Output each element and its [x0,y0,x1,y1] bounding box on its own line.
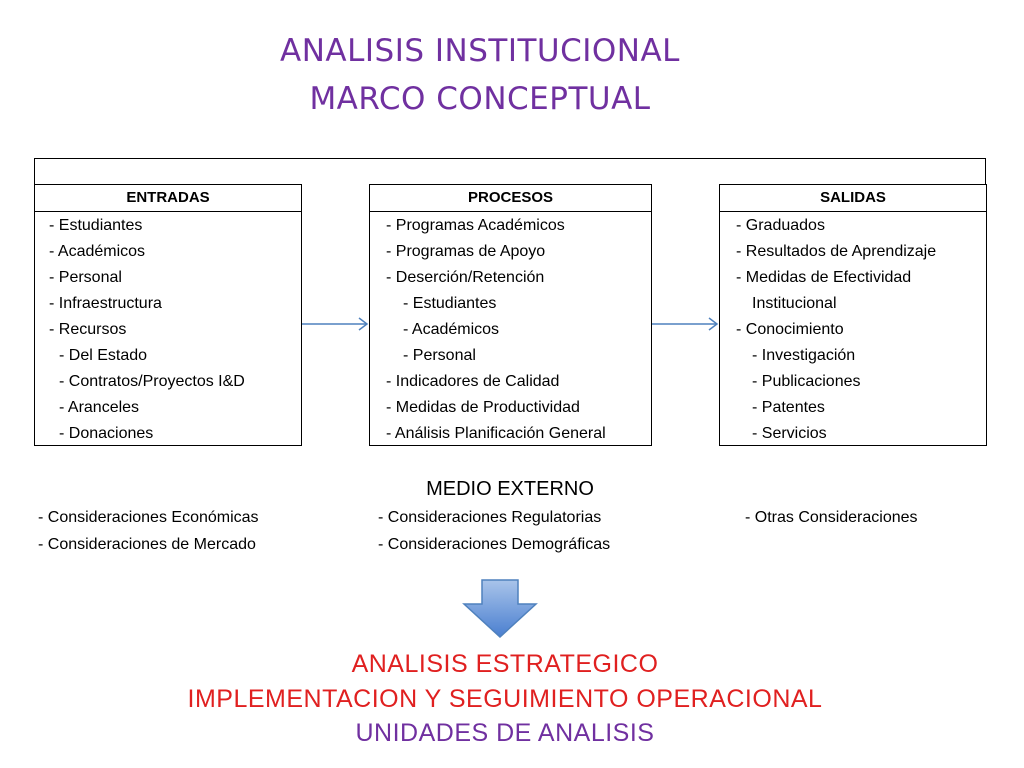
salidas-item: - Conocimiento [736,321,844,338]
procesos-box: PROCESOS - Programas Académicos - Progra… [369,184,652,446]
procesos-item: - Análisis Planificación General [386,425,606,442]
unidades-de-analisis-label: UNIDADES DE ANALISIS [355,719,655,747]
entradas-item: - Personal [49,269,122,286]
arrow-down-icon [462,579,538,639]
entradas-box: ENTRADAS - Estudiantes - Académicos - Pe… [34,184,302,446]
arrow-right-icon [652,317,719,331]
consideraciones-regulatorias: - Consideraciones Regulatorias [378,509,602,526]
entradas-item: - Recursos [49,321,127,338]
procesos-item: - Programas Académicos [386,217,565,234]
arrow-right-icon [302,317,369,331]
salidas-subitem: - Servicios [752,425,827,442]
procesos-subitem: - Académicos [403,321,500,338]
analisis-estrategico-label: ANALISIS ESTRATEGICO [351,650,659,678]
entradas-item: - Estudiantes [49,217,143,234]
salidas-subitem: - Publicaciones [752,373,861,390]
entradas-item: - Académicos [49,243,146,260]
consideraciones-mercado: - Consideraciones de Mercado [38,536,256,553]
procesos-item: - Deserción/Retención [386,269,545,286]
salidas-subitem: - Patentes [752,399,825,416]
title-line-2: MARCO CONCEPTUAL [309,81,651,117]
entradas-header: ENTRADAS [35,185,301,212]
entradas-subitem: - Contratos/Proyectos I&D [59,373,245,390]
salidas-box: SALIDAS - Graduados - Resultados de Apre… [719,184,987,446]
salidas-item: - Medidas de Efectividad [736,269,912,286]
procesos-subitem: - Estudiantes [403,295,497,312]
medio-externo-label: MEDIO EXTERNO [426,478,594,500]
salidas-item-continuation: Institucional [752,295,837,312]
salidas-header: SALIDAS [720,185,986,212]
title-line-1: ANALISIS INSTITUCIONAL [280,33,680,69]
procesos-header: PROCESOS [370,185,651,212]
procesos-subitem: - Personal [403,347,476,364]
entradas-subitem: - Aranceles [59,399,140,416]
procesos-item: - Programas de Apoyo [386,243,546,260]
otras-consideraciones: - Otras Consideraciones [745,509,918,526]
entradas-subitem: - Del Estado [59,347,148,364]
procesos-item: - Medidas de Productividad [386,399,580,416]
consideraciones-demograficas: - Consideraciones Demográficas [378,536,611,553]
salidas-item: - Graduados [736,217,825,234]
salidas-subitem: - Investigación [752,347,856,364]
framework-outer-frame [34,158,986,185]
salidas-item: - Resultados de Aprendizaje [736,243,937,260]
implementacion-label: IMPLEMENTACION Y SEGUIMIENTO OPERACIONAL [187,685,823,713]
procesos-item: - Indicadores de Calidad [386,373,560,390]
consideraciones-economicas: - Consideraciones Económicas [38,509,259,526]
entradas-item: - Infraestructura [49,295,162,312]
entradas-subitem: - Donaciones [59,425,154,442]
